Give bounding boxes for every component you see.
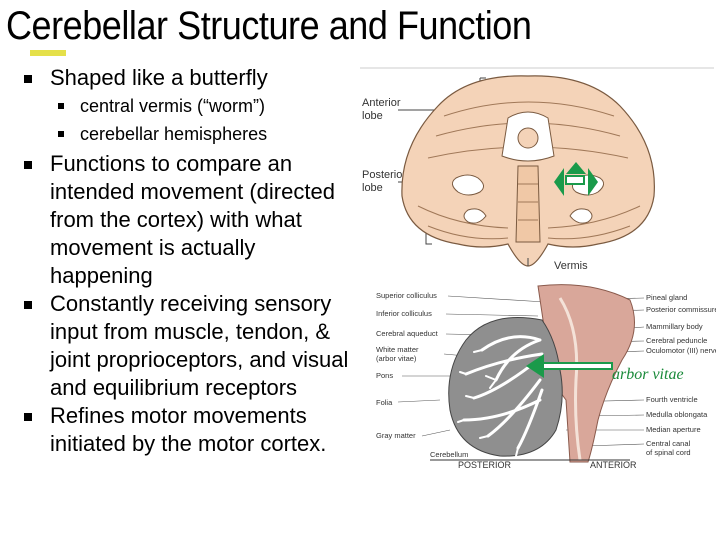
bullet-text: Functions to compare an intended movemen… <box>50 151 335 288</box>
sub-bullet-item: central vermis (“worm”) <box>22 92 362 120</box>
arbor-vitae-callout: arbor vitae <box>612 366 684 383</box>
pineal-gland-label: Pineal gland <box>646 293 687 302</box>
central-canal-label: of spinal cord <box>646 448 691 457</box>
oculomotor-nerve-label: Oculomotor (III) nerve <box>646 346 716 355</box>
cerebral-aqueduct-label: Cerebral aqueduct <box>376 329 439 338</box>
gray-matter-label: Gray matter <box>376 431 416 440</box>
folia-label: Folia <box>376 398 393 407</box>
inferior-colliculus-label: Inferior colliculus <box>376 309 432 318</box>
mammillary-body-label: Mammillary body <box>646 322 703 331</box>
white-matter-label: White matter <box>376 345 419 354</box>
cerebellum-sagittal-section-figure: Superior colliculus Inferior colliculus … <box>376 284 716 470</box>
bullet-item: Functions to compare an intended movemen… <box>22 150 362 290</box>
bullet-item: Constantly receiving sensory input from … <box>22 290 362 402</box>
arbor-vitae-arrow <box>526 354 613 378</box>
title-accent-bar <box>30 50 66 56</box>
superior-colliculus-label: Superior colliculus <box>376 291 437 300</box>
fourth-ventricle-label: Fourth ventricle <box>646 395 698 404</box>
bullet-list: Shaped like a butterfly central vermis (… <box>22 64 362 458</box>
anterior-lobe-label: Anterior <box>362 97 401 109</box>
cerebellum-label: Cerebellum <box>430 450 468 459</box>
vermis-label: Vermis <box>554 260 588 272</box>
sub-bullet-text: cerebellar hemispheres <box>80 124 268 144</box>
slide-title: Cerebellar Structure and Function <box>6 4 532 48</box>
cerebellum-illustration <box>401 75 655 267</box>
anterior-direction-label: ANTERIOR <box>590 460 637 470</box>
bullet-square-icon <box>24 413 32 421</box>
cerebellum-superior-view-figure: Anterior lobe Posterior lobe Vermis <box>360 67 714 272</box>
cerebral-peduncle-label: Cerebral peduncle <box>646 336 707 345</box>
arbor-vitae-label: (arbor vitae) <box>376 354 417 363</box>
bullet-square-icon <box>24 75 32 83</box>
medulla-oblongata-label: Medulla oblongata <box>646 410 708 419</box>
bullet-item: Refines motor movements initiated by the… <box>22 402 362 458</box>
pons-label: Pons <box>376 371 393 380</box>
sub-bullet-square-icon <box>58 103 64 109</box>
vermis-marker-arrow <box>554 162 598 196</box>
bullet-square-icon <box>24 301 32 309</box>
bullet-square-icon <box>24 161 32 169</box>
sub-bullet-text: central vermis (“worm”) <box>80 96 266 116</box>
median-aperture-label: Median aperture <box>646 425 701 434</box>
posterior-direction-label: POSTERIOR <box>458 460 512 470</box>
brainstem-illustration <box>537 284 635 463</box>
cerebellum-sagittal-illustration <box>448 317 563 457</box>
posterior-lobe-label: lobe <box>362 182 383 194</box>
sub-bullet-square-icon <box>58 131 64 137</box>
central-canal-label: Central canal <box>646 439 691 448</box>
anterior-lobe-label: lobe <box>362 110 383 122</box>
bullet-text: Shaped like a butterfly <box>50 65 268 90</box>
posterior-commissure-label: Posterior commissure <box>646 305 716 314</box>
sub-bullet-item: cerebellar hemispheres <box>22 120 362 148</box>
bullet-text: Constantly receiving sensory input from … <box>50 291 349 400</box>
bullet-text: Refines motor movements initiated by the… <box>50 403 327 456</box>
bullet-item: Shaped like a butterfly <box>22 64 362 92</box>
posterior-lobe-label: Posterior <box>362 169 406 181</box>
